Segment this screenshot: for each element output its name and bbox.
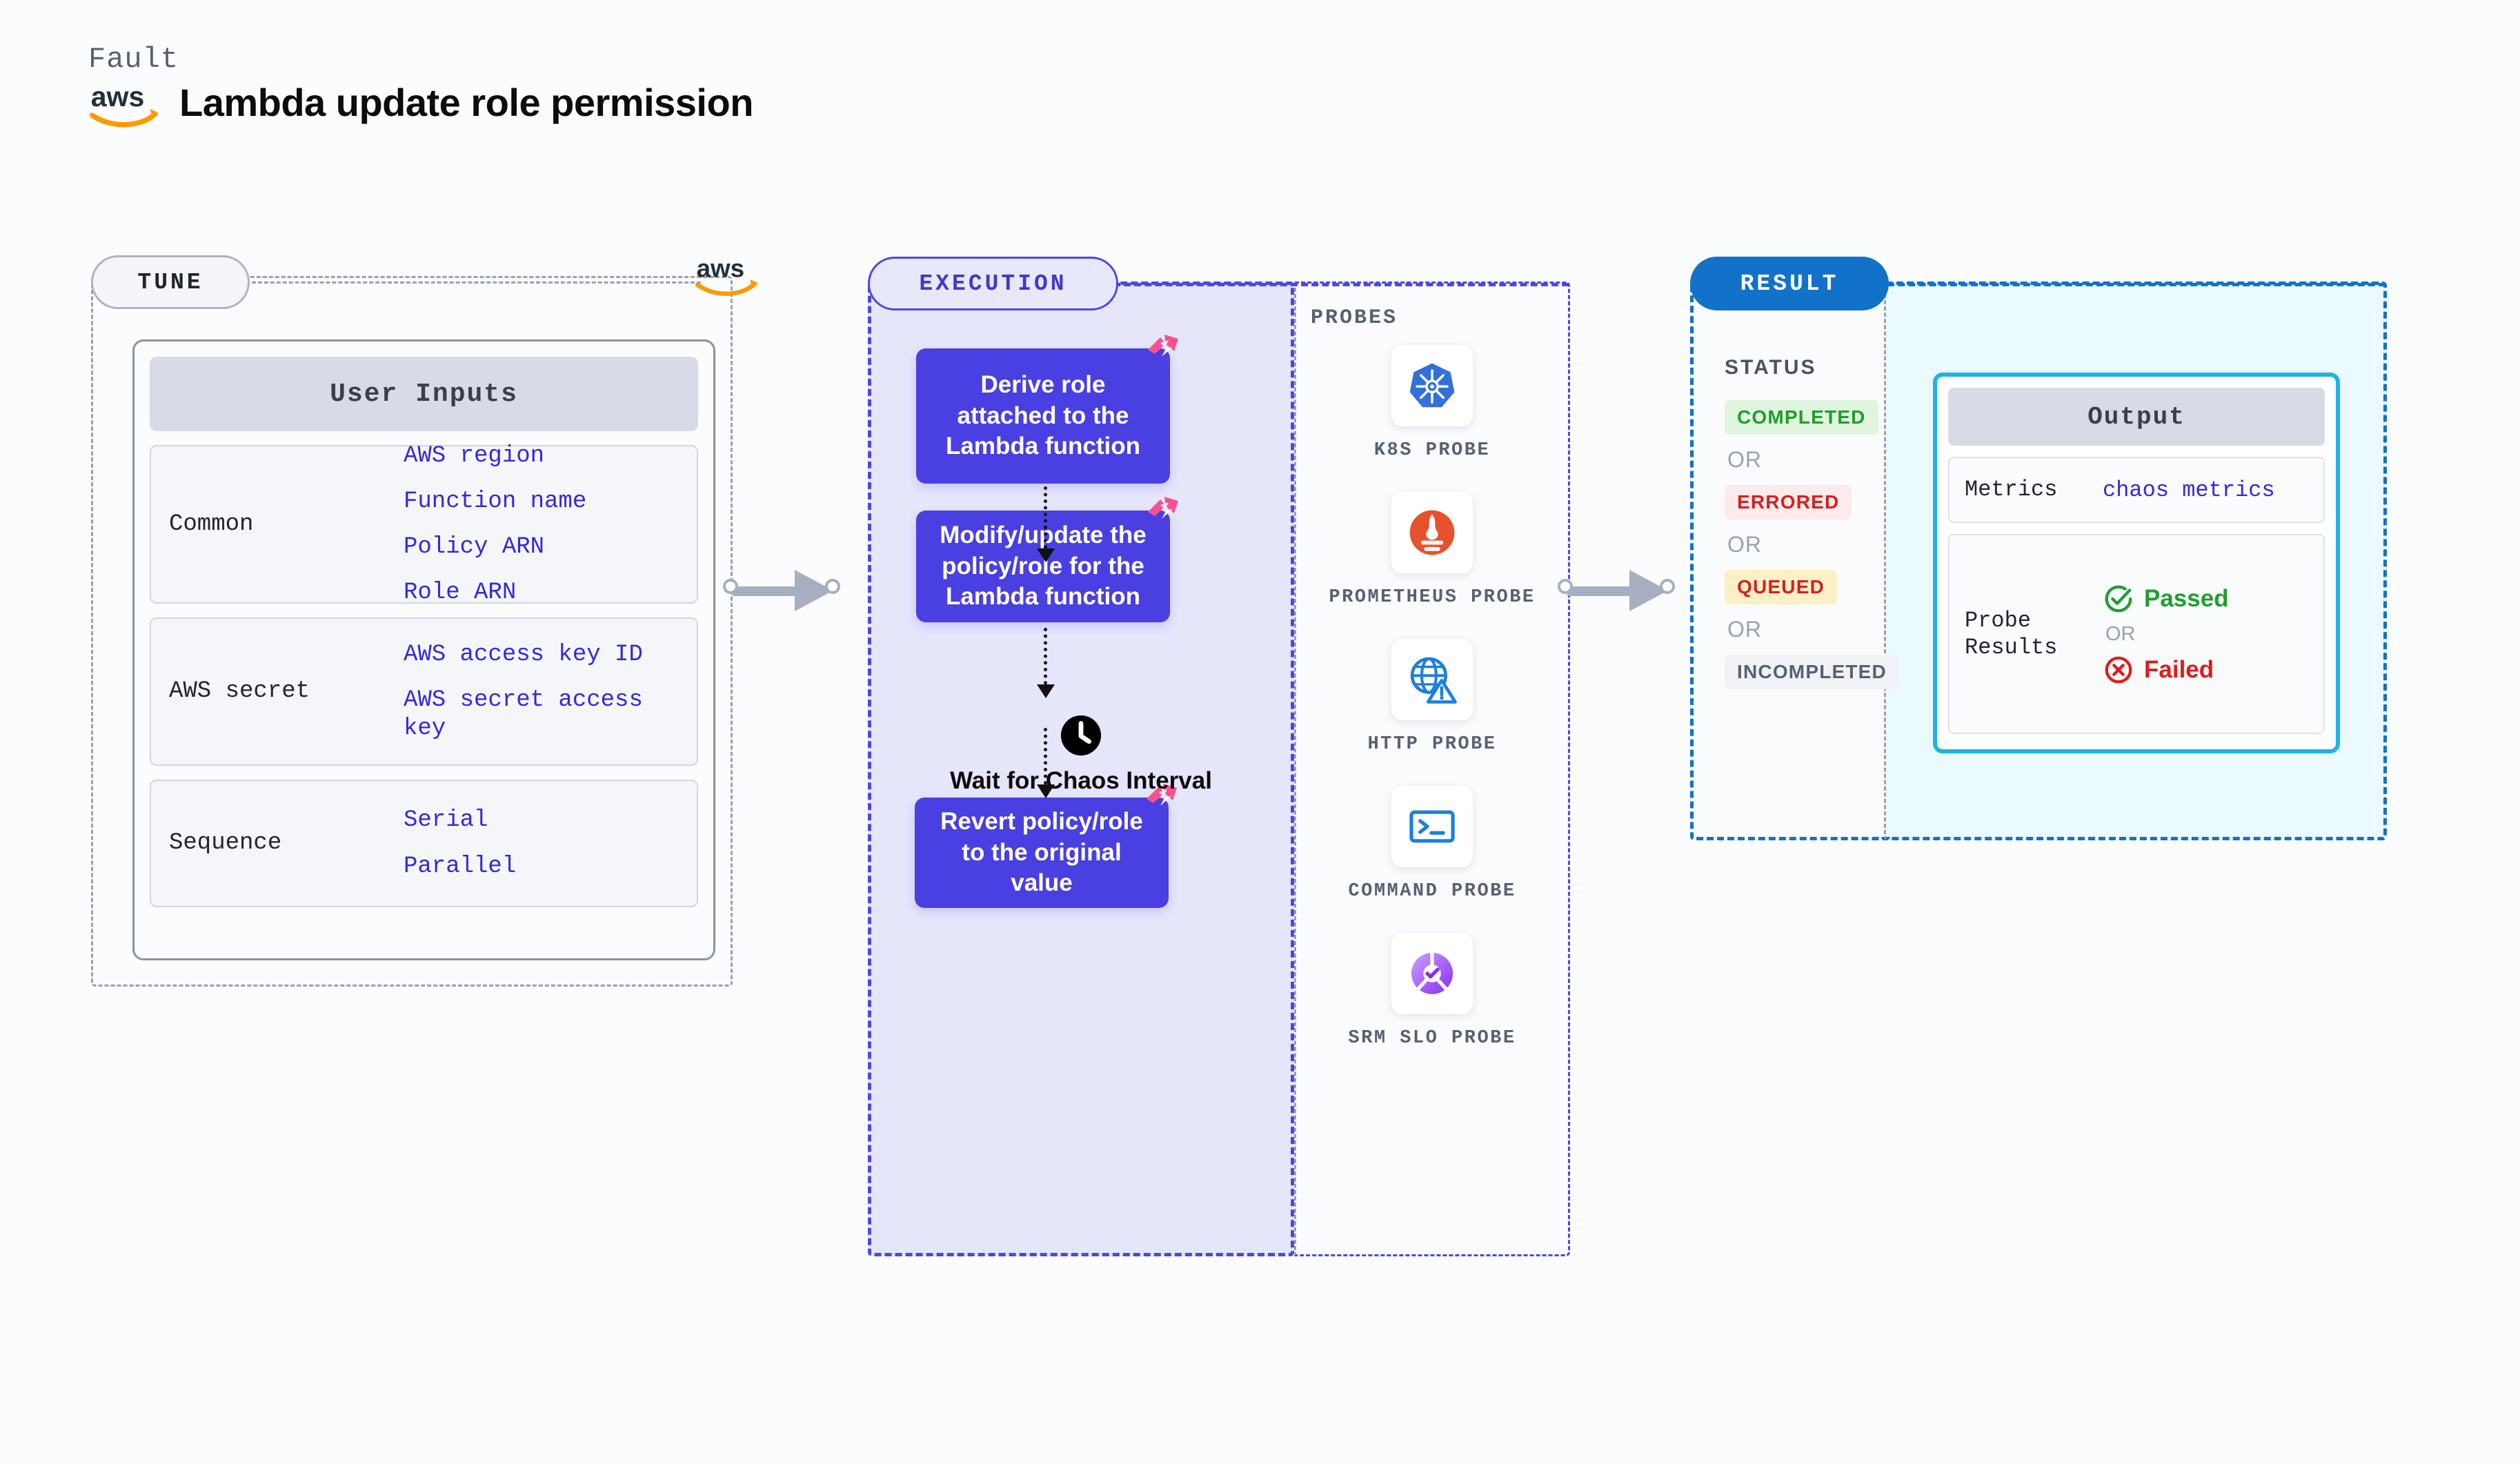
output-card: Output Metrics chaos metrics Probe Resul… bbox=[1933, 373, 2340, 753]
http-globe-warning-icon bbox=[1410, 657, 1457, 704]
connector-tune-to-execution bbox=[723, 570, 847, 611]
execution-step-derive-role[interactable]: Derive role attached to the Lambda funct… bbox=[916, 335, 1178, 484]
input-row-aws-secret: AWS secret AWS access key ID AWS secret … bbox=[150, 617, 698, 766]
output-title: Output bbox=[1948, 388, 2325, 446]
probe-result-passed: Passed bbox=[2103, 583, 2229, 615]
input-row-sequence: Sequence Serial Parallel bbox=[150, 780, 698, 907]
page-title: Lambda update role permission bbox=[179, 81, 753, 124]
input-value-function-name[interactable]: Function name bbox=[404, 488, 587, 515]
execution-step-label: Revert policy/role to the original value bbox=[940, 807, 1143, 897]
input-value-secret-access-key[interactable]: AWS secret access key bbox=[404, 687, 643, 742]
fault-kind-label: Fault bbox=[88, 43, 179, 76]
output-metrics-value[interactable]: chaos metrics bbox=[2103, 477, 2275, 503]
input-value-policy-arn[interactable]: Policy ARN bbox=[404, 534, 545, 560]
tune-panel-tag[interactable]: TUNE bbox=[91, 255, 250, 309]
result-tag-connector-line bbox=[1887, 283, 2385, 286]
execution-tag-connector-line bbox=[1113, 283, 1569, 286]
probe-item-srm-slo[interactable]: SRM SLO PROBE bbox=[1329, 933, 1536, 1051]
output-row-metrics: Metrics chaos metrics bbox=[1948, 457, 2325, 523]
connector-execution-to-result bbox=[1558, 570, 1682, 611]
probe-label: COMMAND PROBE bbox=[1348, 881, 1516, 902]
status-badge-queued: QUEUED bbox=[1725, 570, 1837, 604]
srm-slo-donut-icon bbox=[1411, 951, 1454, 995]
probes-list: K8S PROBE PROMETHEUS PROBE bbox=[1294, 345, 1570, 1051]
output-row-probe-results: Probe Results Passed OR Failed bbox=[1948, 534, 2325, 734]
input-row-label: AWS secret bbox=[169, 678, 310, 705]
probe-failed-label: Failed bbox=[2144, 655, 2214, 683]
connector-start-dot bbox=[1558, 579, 1573, 594]
probe-tile bbox=[1391, 345, 1473, 426]
output-metrics-label: Metrics bbox=[1965, 477, 2058, 503]
execution-step-modify-policy[interactable]: Modify/update the policy/role for the La… bbox=[916, 497, 1178, 622]
aws-logo-icon: aws bbox=[695, 255, 757, 296]
status-zone bbox=[1690, 281, 1886, 840]
tune-tag-connector-line bbox=[246, 281, 701, 284]
probe-item-http[interactable]: HTTP PROBE bbox=[1329, 639, 1536, 757]
input-value-serial[interactable]: Serial bbox=[404, 807, 488, 834]
probes-zone bbox=[1294, 281, 1570, 1256]
input-value-parallel[interactable]: Parallel bbox=[404, 853, 517, 880]
input-value-access-key-id[interactable]: AWS access key ID bbox=[404, 642, 643, 669]
flow-arrow-2 bbox=[1037, 628, 1055, 698]
chaos-badge-icon bbox=[1148, 497, 1178, 519]
input-value-aws-region[interactable]: AWS region bbox=[404, 442, 545, 469]
connector-end-dot bbox=[1660, 579, 1675, 594]
status-header: STATUS bbox=[1725, 356, 1817, 379]
prometheus-icon bbox=[1409, 510, 1455, 555]
probe-label: PROMETHEUS PROBE bbox=[1329, 587, 1536, 609]
wait-for-chaos-interval-node: Wait for Chaos Interval bbox=[868, 714, 1294, 796]
probe-result-or-label: OR bbox=[2105, 622, 2136, 645]
execution-step-label: Modify/update the policy/role for the La… bbox=[940, 521, 1147, 611]
svg-text:aws: aws bbox=[91, 81, 145, 112]
chaos-badge-icon bbox=[1147, 784, 1177, 806]
execution-step-label: Derive role attached to the Lambda funct… bbox=[946, 370, 1140, 460]
execution-step-revert-policy[interactable]: Revert policy/role to the original value bbox=[915, 784, 1177, 908]
svg-text:aws: aws bbox=[697, 255, 745, 283]
status-badge-completed: COMPLETED bbox=[1725, 400, 1878, 435]
probe-label: HTTP PROBE bbox=[1367, 734, 1497, 755]
output-probe-results-label: Probe Results bbox=[1965, 607, 2058, 660]
status-or-label: OR bbox=[1727, 617, 1762, 642]
probe-passed-label: Passed bbox=[2144, 584, 2229, 612]
probe-result-failed: Failed bbox=[2103, 654, 2229, 686]
probe-tile bbox=[1391, 492, 1473, 574]
probe-item-prometheus[interactable]: PROMETHEUS PROBE bbox=[1329, 492, 1536, 610]
connector-start-dot bbox=[723, 579, 738, 594]
status-or-label: OR bbox=[1727, 447, 1762, 472]
wait-node-label: Wait for Chaos Interval bbox=[950, 767, 1212, 794]
probe-label: K8S PROBE bbox=[1373, 440, 1491, 461]
connector-end-dot bbox=[825, 579, 840, 594]
probe-tile bbox=[1391, 639, 1473, 721]
status-list: COMPLETED OR ERRORED OR QUEUED OR INCOMP… bbox=[1725, 400, 1899, 689]
execution-panel-tag[interactable]: EXECUTION bbox=[868, 257, 1118, 310]
probe-item-k8s[interactable]: K8S PROBE bbox=[1329, 345, 1536, 463]
flow-arrow-3 bbox=[1037, 728, 1055, 798]
input-value-role-arn[interactable]: Role ARN bbox=[404, 580, 517, 606]
probes-header: PROBES bbox=[1311, 306, 1398, 330]
kubernetes-icon bbox=[1409, 363, 1455, 408]
flow-arrow-1 bbox=[1037, 486, 1055, 562]
probe-tile bbox=[1391, 786, 1473, 868]
chaos-badge-icon bbox=[1148, 335, 1178, 357]
input-row-label: Common bbox=[169, 511, 254, 537]
user-inputs-title: User Inputs bbox=[150, 357, 698, 431]
user-inputs-card: User Inputs Common AWS region Function n… bbox=[132, 339, 715, 960]
input-row-common: Common AWS region Function name Policy A… bbox=[150, 442, 698, 606]
probe-item-command[interactable]: COMMAND PROBE bbox=[1329, 786, 1536, 904]
terminal-icon bbox=[1409, 810, 1455, 843]
status-or-label: OR bbox=[1727, 532, 1762, 557]
page-header: Fault aws Lambda update role permission bbox=[88, 43, 753, 130]
aws-logo: aws bbox=[89, 81, 158, 128]
input-row-label: Sequence bbox=[169, 830, 282, 857]
status-badge-incompleted: INCOMPLETED bbox=[1725, 655, 1899, 689]
probe-label: SRM SLO PROBE bbox=[1348, 1028, 1516, 1049]
status-badge-errored: ERRORED bbox=[1725, 485, 1852, 520]
result-panel-tag[interactable]: RESULT bbox=[1690, 257, 1889, 310]
x-circle-icon bbox=[2105, 656, 2132, 683]
clock-icon bbox=[1060, 715, 1102, 756]
check-circle-icon bbox=[2105, 585, 2132, 612]
probe-tile bbox=[1391, 933, 1473, 1015]
